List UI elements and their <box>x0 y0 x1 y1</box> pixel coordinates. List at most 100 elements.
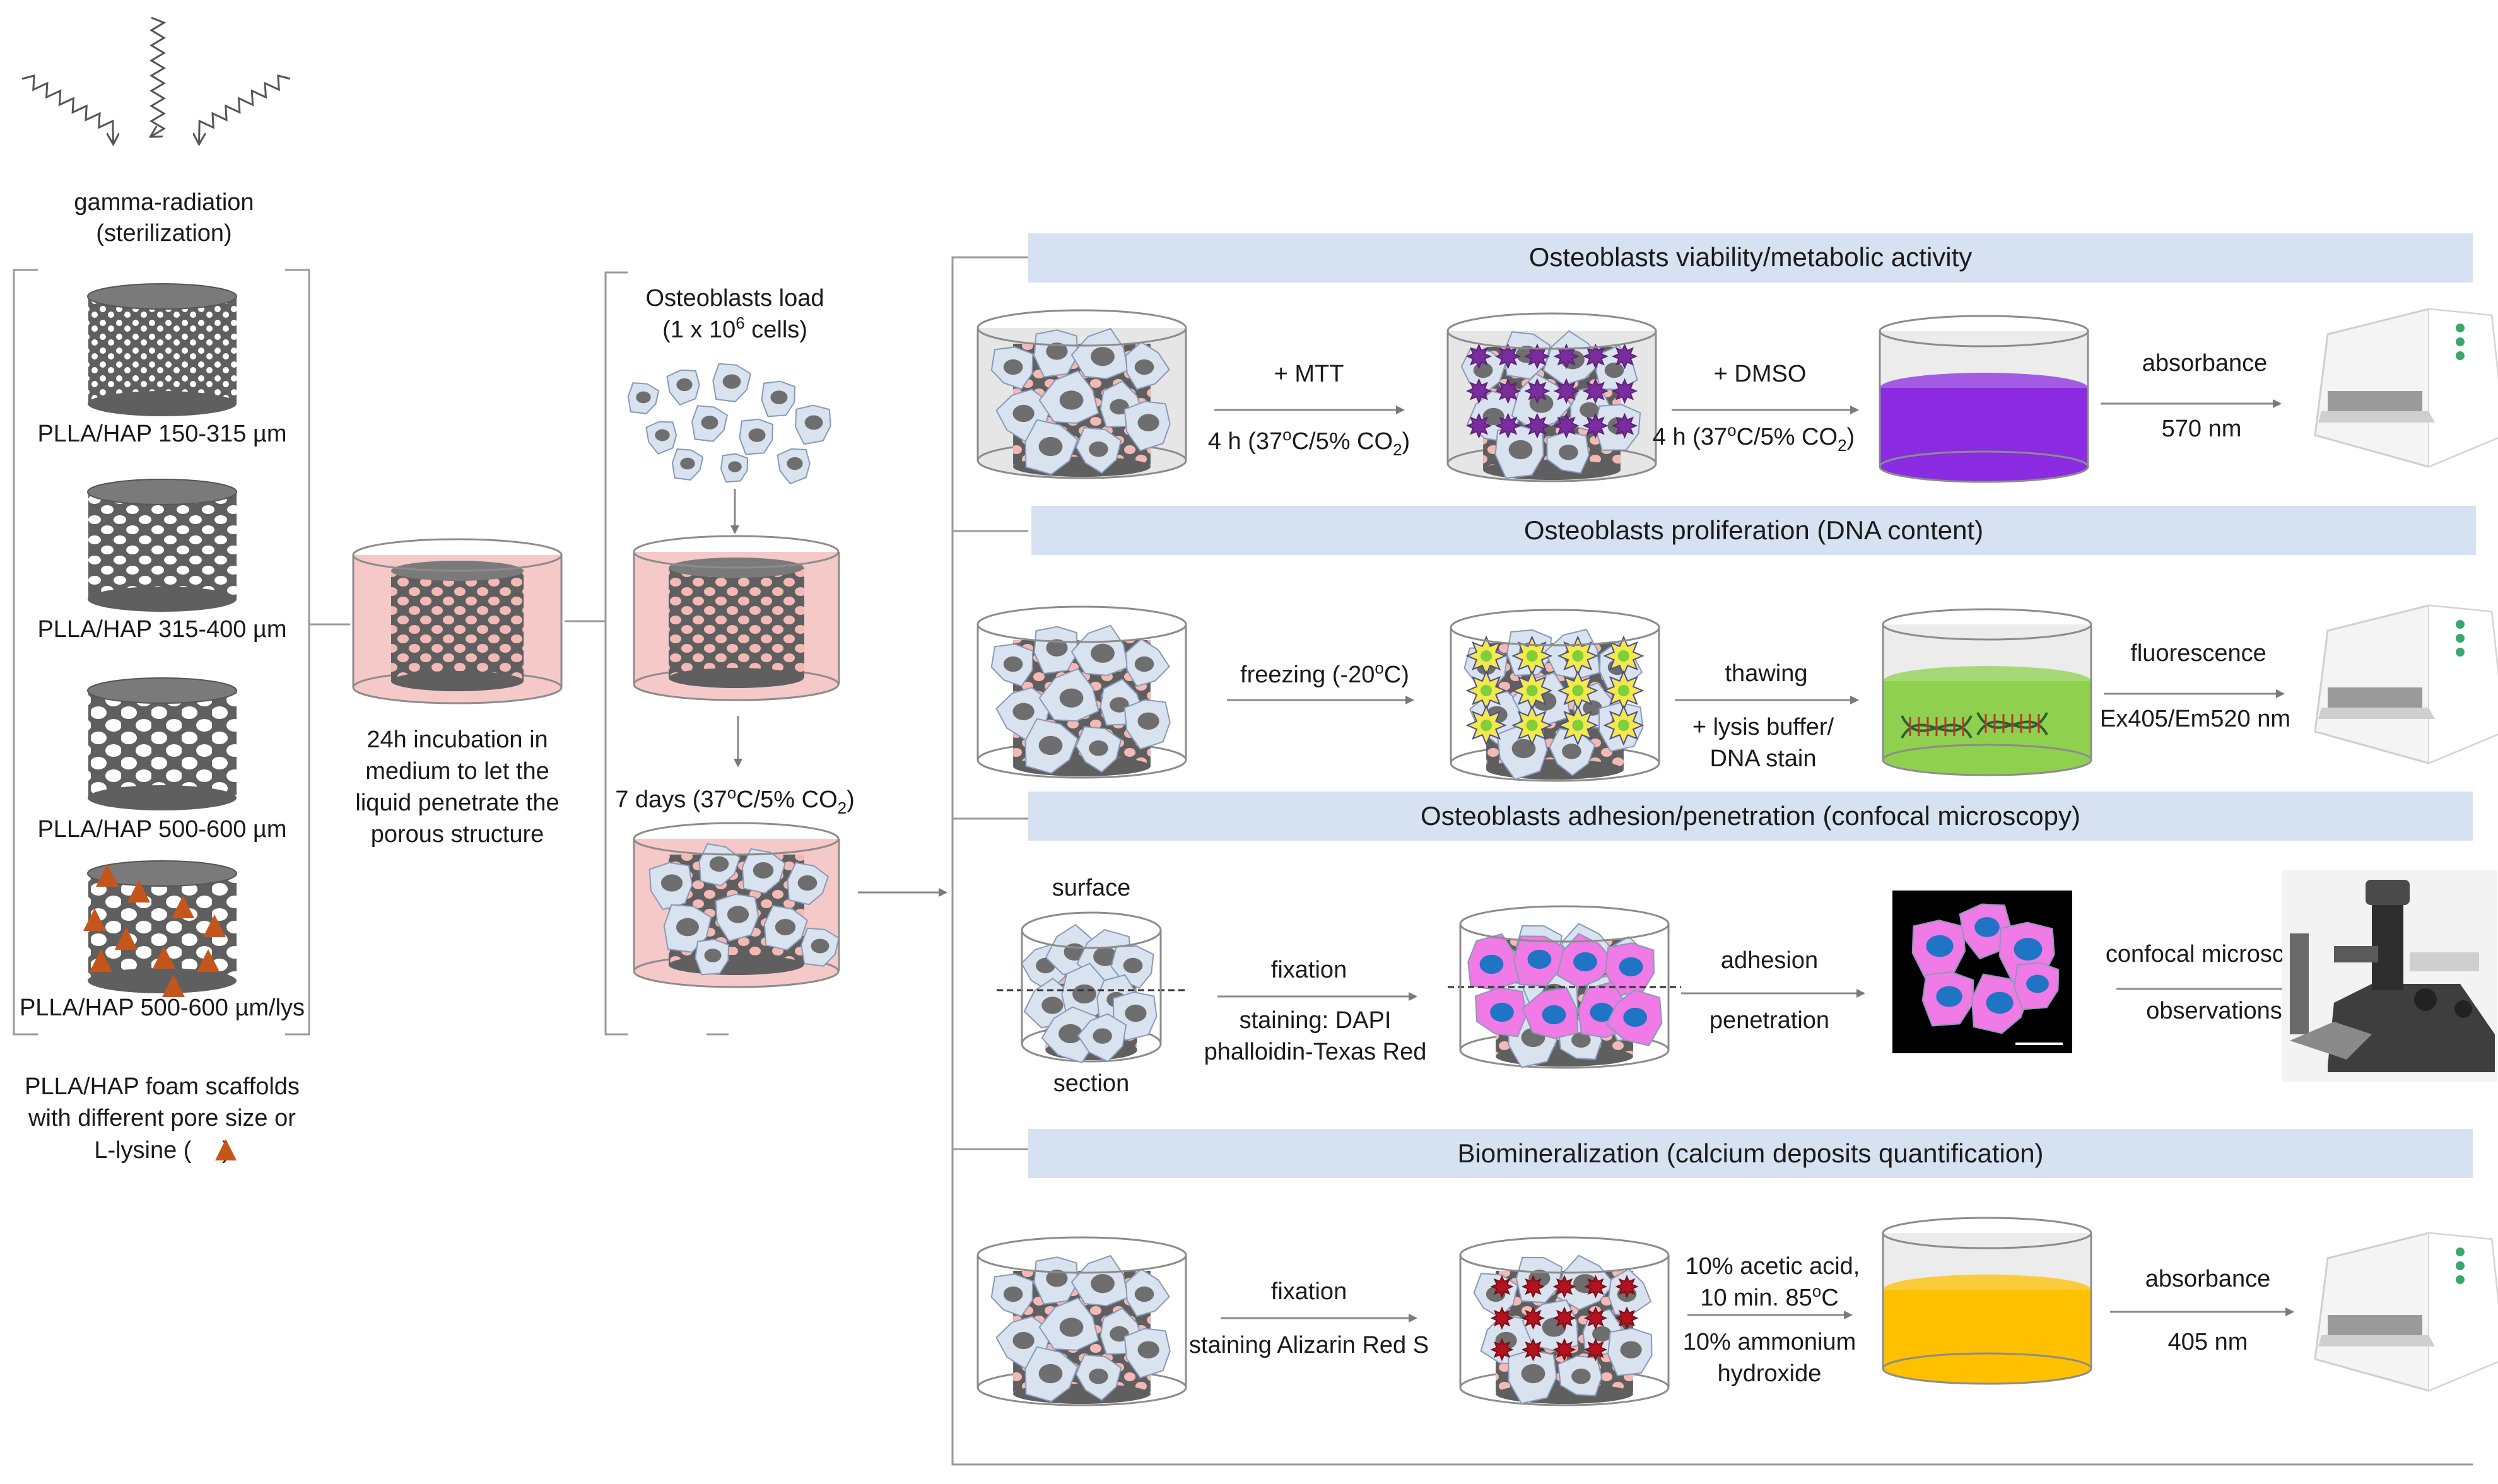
dmso-label: + DMSO <box>1714 361 1807 387</box>
calcium-deposits <box>1490 1275 1639 1362</box>
stained-cell <box>1556 933 1615 989</box>
seeded-cell <box>800 927 840 967</box>
dish-cell <box>1511 373 1573 431</box>
dish-cells <box>990 624 1171 774</box>
dish-cell <box>1123 1328 1171 1379</box>
scaffold-bracket <box>13 269 310 1036</box>
staining-phalloidin-label: phalloidin-Texas Red <box>1204 1039 1427 1065</box>
lysed-cells <box>1465 635 1645 746</box>
plate-reader-2 <box>2314 604 2498 764</box>
viability-dish-1 <box>976 309 1187 479</box>
confocal-cell <box>2014 962 2060 1010</box>
dish-cell <box>1557 1355 1603 1397</box>
staining-dapi-label: staining: DAPI <box>1240 1007 1392 1034</box>
confocal-cell <box>1921 971 1974 1027</box>
dish-cell <box>1123 400 1171 452</box>
wavelength-label-2: 405 nm <box>2168 1329 2248 1355</box>
dish-cell <box>1033 329 1079 378</box>
plate-reader-3 <box>2314 1232 2498 1392</box>
dish-cell <box>1125 341 1170 390</box>
osteoblast-cell <box>795 404 831 445</box>
adhesion-dish-1 <box>997 911 1186 1063</box>
mineral-dish-stained <box>1459 1236 1670 1406</box>
formazan-crystals <box>1465 343 1638 439</box>
seeded-cell <box>663 904 712 953</box>
incubation-label-4: porous structure <box>371 821 544 848</box>
assay-title-2: Osteoblasts proliferation (DNA content) <box>1524 515 1983 545</box>
seeded-cell <box>787 862 829 906</box>
seeded-cell <box>741 848 786 894</box>
plate-reader-1 <box>2314 308 2498 468</box>
dish-cell <box>990 1273 1034 1317</box>
scaffold-label-2: PLLA/HAP 315-400 µm <box>37 616 286 643</box>
fixation-label-1: fixation <box>1271 957 1347 983</box>
dish-cell <box>1546 431 1590 474</box>
stained-cell <box>1513 935 1565 987</box>
incubation-label-3: liquid penetrate the <box>355 790 559 816</box>
confocal-cells <box>1911 903 2060 1034</box>
dish-cell <box>1041 1006 1097 1063</box>
alizarin-label: staining Alizarin Red S <box>1189 1332 1429 1358</box>
dish-cell <box>1123 699 1171 750</box>
assay-header-bar-1 <box>1028 233 2473 283</box>
loading-bracket <box>604 271 729 1036</box>
scaffold-500-600-lys <box>83 860 237 997</box>
dish-cell <box>1494 425 1544 479</box>
assay-header-bar-2 <box>1031 506 2476 555</box>
stained-cell <box>1467 933 1520 991</box>
seeded-cell <box>763 904 808 951</box>
dish-cell <box>1024 718 1079 774</box>
assay-header-bar-4 <box>1028 1129 2473 1178</box>
assay-bracket <box>951 256 2473 1466</box>
dish-cells <box>990 327 1171 476</box>
incubation-dish <box>352 538 563 704</box>
dish-cell <box>1024 1346 1079 1403</box>
seeded-cell <box>695 938 730 976</box>
beakers <box>1879 315 2092 1385</box>
dna-icon <box>1901 712 2048 739</box>
confocal-cell <box>1911 920 1966 979</box>
seeded-cell <box>715 893 759 942</box>
assay-dishes <box>976 309 1681 1406</box>
incubation-label-1: 24h incubation in <box>366 727 548 753</box>
assay-title-3: Osteoblasts adhesion/penetration (confoc… <box>1421 801 2080 831</box>
scaffold-label-3: PLLA/HAP 500-600 µm <box>37 816 286 843</box>
assay-header-bar-3 <box>1028 792 2473 841</box>
absorbance-label-2: absorbance <box>2145 1266 2271 1292</box>
fixation-label-2: fixation <box>1271 1278 1347 1305</box>
proliferation-dish-frozen <box>1450 609 1660 782</box>
observations-label: observations <box>2146 998 2282 1024</box>
culture-label: 7 days (37oC/5% CO2) <box>615 783 855 817</box>
dish-cell <box>1024 419 1079 476</box>
assay-title-4: Biomineralization (calcium deposits quan… <box>1457 1138 2043 1168</box>
loading-cells: (1 x 106 cells) <box>662 313 807 343</box>
viability-dish-mtt <box>1446 312 1657 482</box>
ex-em-label: Ex405/Em520 nm <box>2100 706 2290 732</box>
osteoblast-cells-cluster <box>627 363 831 485</box>
alizarin-beaker <box>1882 1217 2092 1385</box>
seeded-cell <box>648 862 693 911</box>
osteoblast-cell <box>627 382 660 414</box>
dish-cell <box>1508 1349 1557 1405</box>
dish-cell <box>1070 624 1129 677</box>
section-label: section <box>1053 1070 1129 1097</box>
fluorescence-label: fluorescence <box>2130 640 2266 667</box>
dish-cell <box>1070 327 1129 380</box>
dish-cell <box>1125 638 1170 687</box>
scaffold-caption-2: with different pore size or <box>28 1105 296 1131</box>
loading-title: Osteoblasts load <box>645 285 824 312</box>
osteoblast-cell <box>691 405 729 442</box>
sterilization-label-1: gamma-radiation <box>74 189 254 216</box>
gamma-radiation-icon <box>21 16 291 143</box>
adhesion-dish-stained <box>1448 905 1681 1069</box>
wavelength-label-1: 570 nm <box>2162 416 2242 442</box>
stained-cell <box>1522 986 1579 1039</box>
dish-cell <box>1125 1268 1170 1317</box>
assay-title-1: Osteoblasts viability/metabolic activity <box>1529 242 1973 272</box>
osteoblast-cell <box>671 448 704 481</box>
ammonium-label-1: 10% ammonium <box>1683 1329 1856 1355</box>
acetic-acid-label: 10% acetic acid, <box>1686 1253 1860 1280</box>
lysis-label-2: DNA stain <box>1710 745 1817 772</box>
acetic-time-label: 10 min. 85oC <box>1700 1282 1838 1311</box>
lysis-label-1: + lysis buffer/ <box>1692 714 1834 740</box>
